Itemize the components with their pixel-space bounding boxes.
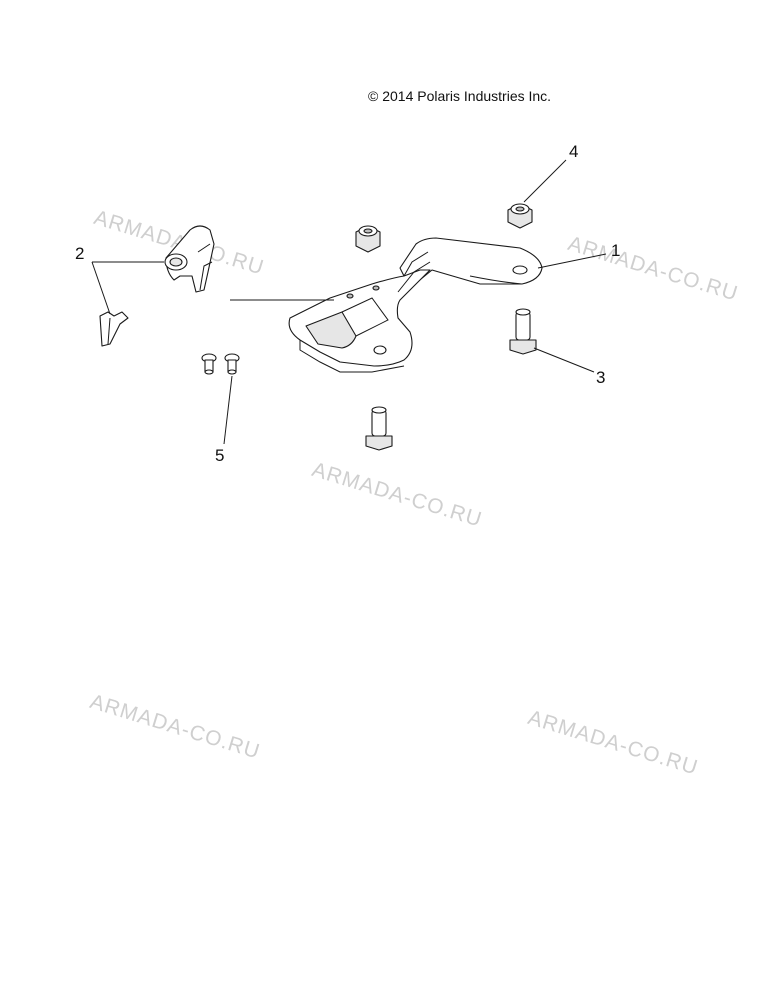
- callout-1: 1: [611, 241, 621, 260]
- ignition-key-part-2: [99, 311, 129, 347]
- lock-nut-part-4: [507, 203, 533, 229]
- leader-line-3: [533, 347, 595, 373]
- callout-3: 3: [596, 368, 606, 387]
- callout-5: 5: [215, 446, 225, 465]
- callout-2: 2: [75, 244, 85, 263]
- callout-4: 4: [569, 142, 579, 161]
- screw-part-5-second: [224, 353, 240, 375]
- bolt-part-3-lower: [365, 406, 393, 451]
- leader-line-5: [223, 375, 233, 445]
- leader-line-1: [537, 253, 607, 269]
- key-switch-part-2: [164, 225, 215, 293]
- leader-line-2-key: [91, 261, 111, 315]
- lock-nut-part-4-left: [355, 225, 381, 253]
- copyright-notice: © 2014 Polaris Industries Inc.: [368, 88, 552, 104]
- screw-part-5: [201, 353, 217, 375]
- bolt-part-3: [509, 308, 537, 355]
- mounting-bracket-part-1: [288, 237, 543, 373]
- leader-line-4: [523, 159, 567, 203]
